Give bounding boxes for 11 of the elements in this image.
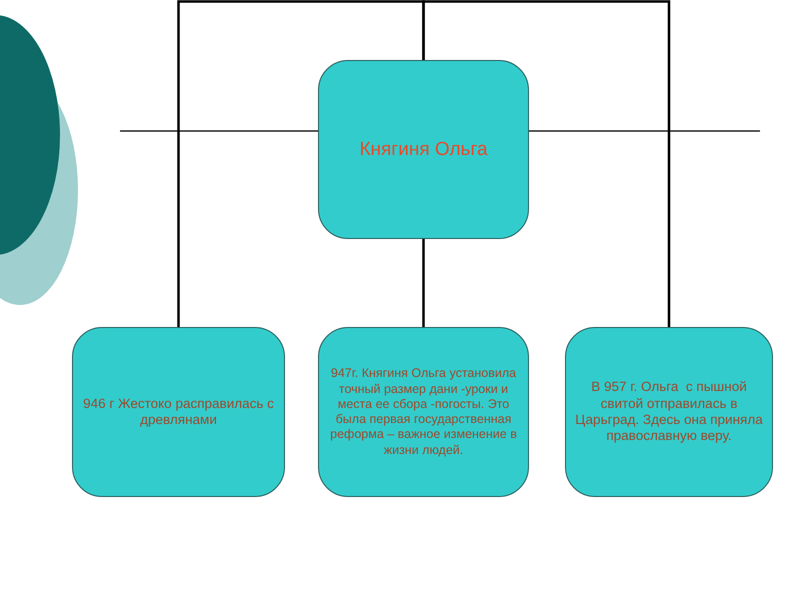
- box-text: 946 г Жестоко расправилась с древлянами: [82, 396, 275, 428]
- box-text: 947г. Княгиня Ольга установила точный размер дани -уроки и места ее сбора -погосты. Это была первая государственная реформа – важное изменение в жизни людей.: [329, 366, 518, 458]
- rounded-box: [318, 60, 529, 239]
- connector-line: [177, 0, 425, 327]
- connector-line: [422, 0, 670, 327]
- rounded-box: [318, 327, 529, 497]
- rounded-box: [72, 327, 285, 497]
- rounded-box: [565, 327, 773, 497]
- connector-line: [422, 239, 425, 327]
- box-text: В 957 г. Ольга с пышной свитой отправилась в Царьград. Здесь она приняла православную веру.: [574, 379, 764, 445]
- box-title: Княгиня Ольга: [358, 138, 489, 162]
